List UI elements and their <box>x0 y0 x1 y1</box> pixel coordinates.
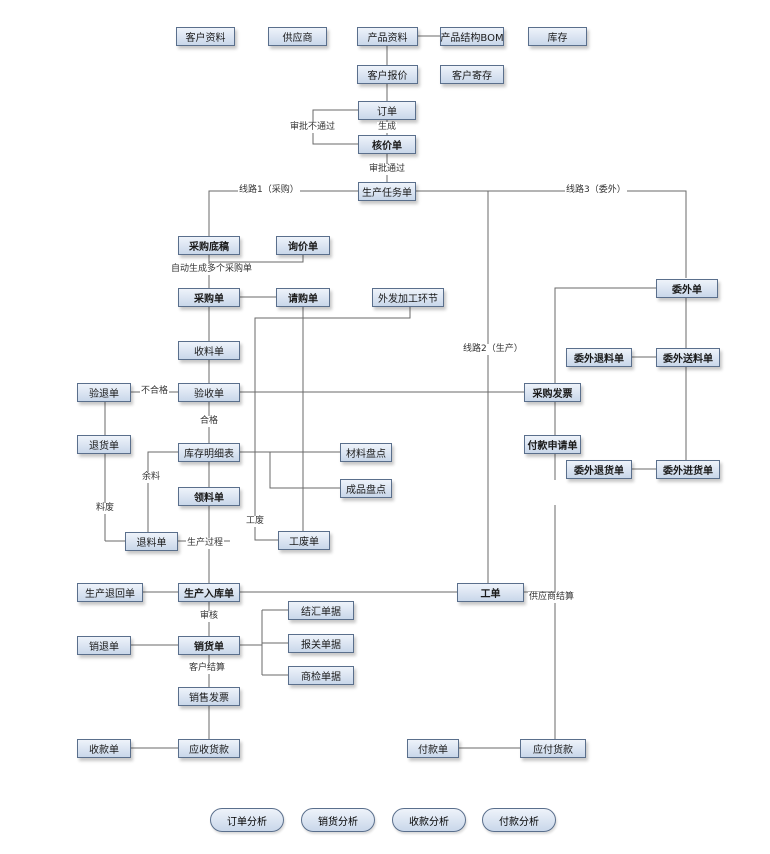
inspection-doc-node[interactable]: 商检单据 <box>288 666 354 685</box>
sales-invoice-node[interactable]: 销售发票 <box>178 687 240 706</box>
requisition-node[interactable]: 请购单 <box>276 288 330 307</box>
collection-analysis-button[interactable]: 收款分析 <box>392 808 466 832</box>
sales-delivery-node[interactable]: 销货单 <box>178 636 240 655</box>
material-count-node[interactable]: 材料盘点 <box>340 443 392 462</box>
payment-node[interactable]: 付款单 <box>407 739 459 758</box>
return-goods-node[interactable]: 验退单 <box>77 383 131 402</box>
production-task-node[interactable]: 生产任务单 <box>358 182 416 201</box>
label-route2: 线路2（生产） <box>462 344 524 355</box>
label-scrap-material: 料废 <box>95 503 116 514</box>
label-customer-settlement: 客户结算 <box>188 663 227 674</box>
customer-consign-node[interactable]: 客户寄存 <box>440 65 504 84</box>
order-analysis-button[interactable]: 订单分析 <box>210 808 284 832</box>
receivable-node[interactable]: 应收货款 <box>178 739 240 758</box>
payment-analysis-button[interactable]: 付款分析 <box>482 808 556 832</box>
work-order-node[interactable]: 工单 <box>457 583 524 602</box>
label-generate: 生成 <box>377 122 398 133</box>
label-supplier-settlement: 供应商结算 <box>528 592 576 603</box>
label-route3: 线路3（委外） <box>565 185 627 196</box>
finished-count-node[interactable]: 成品盘点 <box>340 479 392 498</box>
purchase-invoice-node[interactable]: 采购发票 <box>524 383 581 402</box>
label-leftover: 余料 <box>141 472 162 483</box>
production-return-node[interactable]: 生产退回单 <box>77 583 143 602</box>
sales-return-node[interactable]: 销退单 <box>77 636 131 655</box>
purchase-draft-node[interactable]: 采购底稿 <box>178 236 240 255</box>
outsource-return-goods-node[interactable]: 委外退货单 <box>566 460 632 479</box>
collection-node[interactable]: 收款单 <box>77 739 131 758</box>
outsource-material-return-node[interactable]: 委外退料单 <box>566 348 632 367</box>
scrap-form-node[interactable]: 工废单 <box>278 531 330 550</box>
material-issue-node[interactable]: 领料单 <box>178 487 240 506</box>
outsource-material-send-node[interactable]: 委外送料单 <box>656 348 720 367</box>
production-in-node[interactable]: 生产入库单 <box>178 583 240 602</box>
customer-info-node[interactable]: 客户资料 <box>176 27 235 46</box>
return-note-node[interactable]: 退货单 <box>77 435 131 454</box>
inspection-node[interactable]: 验收单 <box>178 383 240 402</box>
product-bom-node[interactable]: 产品结构BOM <box>440 27 504 46</box>
material-return-node[interactable]: 退料单 <box>125 532 178 551</box>
purchase-order-node[interactable]: 采购单 <box>178 288 240 307</box>
outsource-receive-goods-node[interactable]: 委外进货单 <box>656 460 720 479</box>
label-auto-generate: 自动生成多个采购单 <box>170 264 254 275</box>
sales-analysis-button[interactable]: 销货分析 <box>301 808 375 832</box>
label-approval-fail: 审批不通过 <box>289 122 337 133</box>
label-qualified: 合格 <box>199 416 220 427</box>
label-work-scrap: 工废 <box>245 516 266 527</box>
stock-detail-node[interactable]: 库存明细表 <box>178 443 240 462</box>
payable-node[interactable]: 应付货款 <box>520 739 586 758</box>
supplier-node[interactable]: 供应商 <box>268 27 327 46</box>
core-price-node[interactable]: 核价单 <box>358 135 416 154</box>
product-info-node[interactable]: 产品资料 <box>357 27 418 46</box>
label-review: 审核 <box>199 611 220 622</box>
label-approval-pass: 审批通过 <box>368 164 407 175</box>
label-route1: 线路1（采购） <box>238 185 300 196</box>
customer-quote-node[interactable]: 客户报价 <box>357 65 418 84</box>
outsource-node[interactable]: 委外单 <box>656 279 718 298</box>
customs-doc-node[interactable]: 报关单据 <box>288 634 354 653</box>
label-unqualified: 不合格 <box>140 386 170 397</box>
payment-request-node[interactable]: 付款申请单 <box>524 435 581 454</box>
label-production-process: 生产过程 <box>186 538 225 549</box>
order-node[interactable]: 订单 <box>358 101 416 120</box>
inquiry-node[interactable]: 询价单 <box>276 236 330 255</box>
inventory-node[interactable]: 库存 <box>528 27 587 46</box>
receipt-node[interactable]: 收料单 <box>178 341 240 360</box>
outsource-process-node[interactable]: 外发加工环节 <box>372 288 444 307</box>
settlement-doc-node[interactable]: 结汇单据 <box>288 601 354 620</box>
